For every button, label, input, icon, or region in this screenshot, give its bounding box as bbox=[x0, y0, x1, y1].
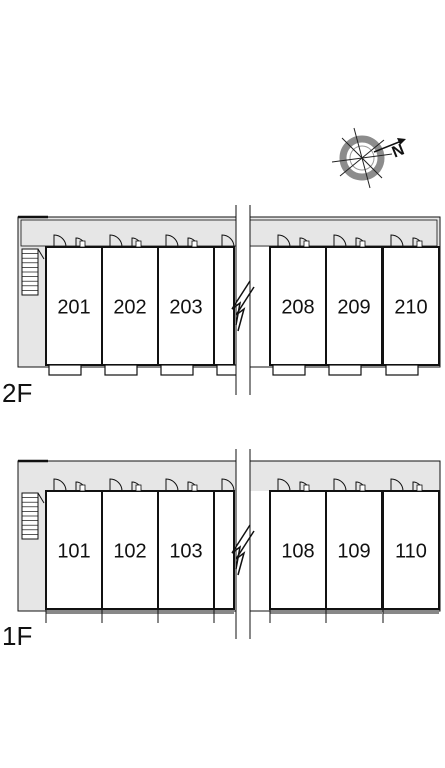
unit-box-partial bbox=[213, 490, 235, 610]
door-swing bbox=[53, 478, 67, 492]
door-swing bbox=[165, 234, 179, 248]
balcony bbox=[385, 364, 419, 376]
meter-box bbox=[135, 240, 142, 248]
corridor-top bbox=[18, 217, 440, 247]
door-swing bbox=[165, 478, 179, 492]
unit-label-202: 202 bbox=[113, 296, 146, 318]
unit-box bbox=[101, 246, 159, 366]
unit-label-210: 210 bbox=[394, 296, 427, 318]
door-swing bbox=[109, 478, 123, 492]
floor-1f-plan: 101 102 103 108 109 110 bbox=[17, 449, 441, 639]
balcony bbox=[272, 364, 306, 376]
door-swing bbox=[221, 234, 235, 248]
unit-label-110: 110 bbox=[395, 540, 427, 562]
unit-label-201: 201 bbox=[57, 296, 90, 318]
door-swing bbox=[53, 234, 67, 248]
door-swing bbox=[277, 478, 291, 492]
meter-box bbox=[79, 484, 86, 492]
compass-ring bbox=[339, 135, 385, 181]
meter-box bbox=[79, 240, 86, 248]
compass-spoke bbox=[339, 139, 385, 177]
balcony bbox=[328, 364, 362, 376]
meter-box bbox=[303, 240, 310, 248]
meter-box bbox=[359, 240, 366, 248]
balcony bbox=[104, 364, 138, 376]
door-swing bbox=[277, 234, 291, 248]
meter-box bbox=[416, 484, 423, 492]
unit-label-103: 103 bbox=[169, 540, 202, 562]
door-swing bbox=[390, 234, 404, 248]
door-swing bbox=[333, 234, 347, 248]
break-gap bbox=[236, 449, 250, 639]
compass-arrowhead bbox=[397, 138, 406, 145]
balcony bbox=[216, 364, 238, 376]
unit-label-203: 203 bbox=[169, 296, 202, 318]
compass-north-letter: N bbox=[390, 141, 407, 161]
corridor-top bbox=[18, 461, 440, 491]
unit-box bbox=[382, 490, 440, 610]
compass-icon: N bbox=[331, 127, 407, 189]
unit-label-101: 101 bbox=[57, 540, 90, 562]
floor-label-2f: 2F bbox=[2, 378, 32, 408]
break-gap bbox=[236, 205, 250, 395]
door-swing bbox=[109, 234, 123, 248]
unit-box bbox=[325, 490, 383, 610]
meter-box bbox=[303, 484, 310, 492]
balcony bbox=[160, 364, 194, 376]
stair-rail bbox=[37, 248, 45, 260]
unit-box bbox=[101, 490, 159, 610]
meter-box bbox=[416, 240, 423, 248]
unit-label-109: 109 bbox=[337, 540, 370, 562]
meter-box bbox=[359, 484, 366, 492]
break-zigzag-2 bbox=[235, 286, 255, 332]
stair-rail bbox=[37, 492, 45, 504]
unit-box bbox=[45, 246, 103, 366]
floor-label-1f: 1F bbox=[2, 621, 32, 651]
unit-label-108: 108 bbox=[281, 540, 314, 562]
unit-box bbox=[269, 490, 327, 610]
unit-label-209: 209 bbox=[337, 296, 370, 318]
meter-box bbox=[191, 240, 198, 248]
unit-box-partial bbox=[213, 246, 235, 366]
unit-label-208: 208 bbox=[281, 296, 314, 318]
meter-box bbox=[191, 484, 198, 492]
door-swing bbox=[333, 478, 347, 492]
balcony bbox=[48, 364, 82, 376]
door-swing bbox=[390, 478, 404, 492]
door-swing bbox=[221, 478, 235, 492]
meter-box bbox=[135, 484, 142, 492]
break-zigzag-2 bbox=[235, 530, 255, 576]
floor-2f-plan: 201 202 203 208 209 210 bbox=[17, 205, 441, 395]
unit-label-102: 102 bbox=[113, 540, 146, 562]
